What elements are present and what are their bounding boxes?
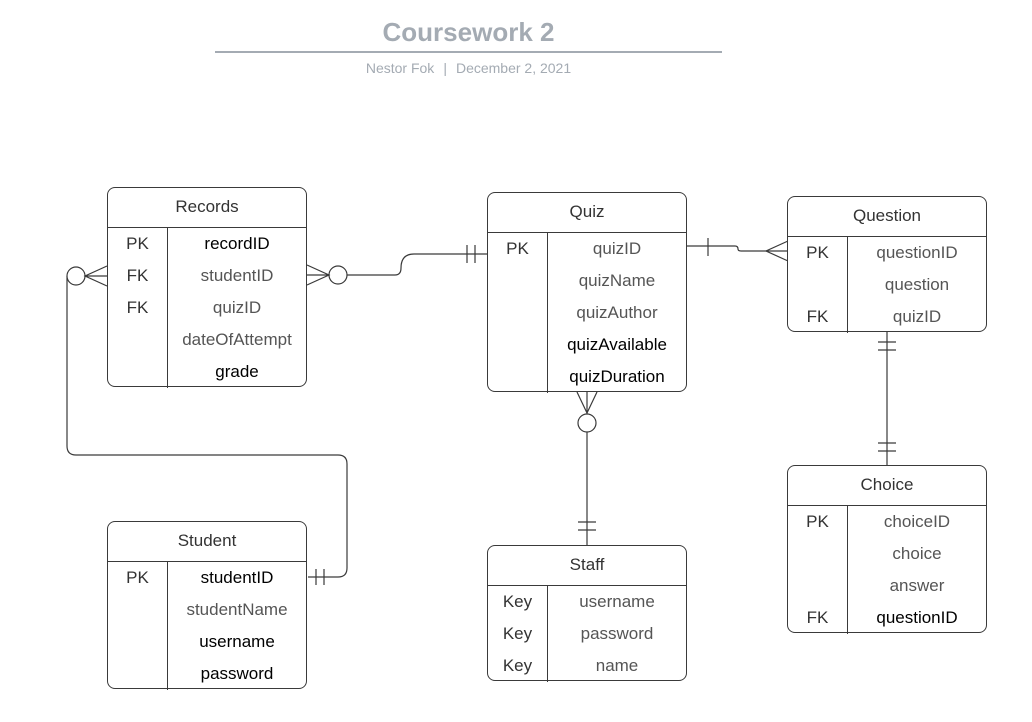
key-cell: PK [806,512,829,531]
table-row: grade [108,356,306,388]
key-cell: Key [502,656,533,675]
table-row: dateOfAttempt [108,324,306,356]
title-divider [215,51,722,53]
records-student-zero-marker [66,266,86,286]
question-choice-one-marker [878,341,896,351]
table-row: answer [788,570,986,602]
key-cell: FK [126,266,149,285]
key-cell: Key [502,592,533,611]
field-cell: answer [889,576,945,595]
table-row: Key username [488,586,686,618]
key-cell: PK [506,239,529,258]
table-row: quizName [488,265,686,297]
table-row: choice [788,538,986,570]
table-row: FK studentID [108,260,306,292]
table-row: FK quizID [788,301,986,333]
field-cell: quizDuration [569,367,665,386]
entity-choice-title: Choice [788,466,986,506]
table-row: studentName [108,594,306,626]
field-cell: studentName [186,600,288,619]
records-student-relationship [66,276,348,578]
records-quiz-zero-marker [328,265,348,285]
field-cell: questionID [876,243,958,262]
field-cell: quizID [592,239,642,258]
records-quiz-many-crow-foot [306,264,331,286]
table-row: PK questionID [788,237,986,269]
quiz-staff-zero-marker [577,413,597,433]
key-cell: PK [806,243,829,262]
key-cell: FK [806,608,829,627]
quiz-question-relationship [687,245,788,252]
field-cell: quizAvailable [567,335,667,354]
quiz-staff-many-crow-foot [576,391,598,415]
entity-student: Student PK studentID studentName username… [107,521,307,690]
entity-records-title: Records [108,188,306,228]
entity-quiz: Quiz PK quizID quizName quizAuthor quizAv… [487,192,687,393]
entity-question: Question PK questionID question FK quizID [787,196,987,333]
table-row: quizAvailable [488,329,686,361]
records-quiz-relationship [347,253,488,276]
entity-quiz-title: Quiz [488,193,686,233]
field-cell: username [199,632,275,651]
table-row: FK questionID [788,602,986,634]
table-row: quizAuthor [488,297,686,329]
table-row: PK quizID [488,233,686,265]
question-many-crow-foot [764,240,789,262]
field-cell: choice [892,544,942,563]
field-cell: recordID [204,234,270,253]
field-cell: quizID [212,298,262,317]
student-one-marker [315,569,325,585]
field-cell: quizID [892,307,942,326]
table-row: quizDuration [488,361,686,393]
field-cell: quizAuthor [576,303,658,322]
field-cell: studentID [200,266,274,285]
choice-question-one-marker [878,442,896,452]
table-row: question [788,269,986,301]
key-cell: FK [126,298,149,317]
entity-student-title: Student [108,522,306,562]
field-cell: username [579,592,655,611]
staff-one-marker [578,521,596,531]
quiz-records-one-marker [466,245,476,263]
entity-staff: Staff Key username Key password Key name [487,545,687,682]
key-cell: PK [126,234,149,253]
table-row: Key password [488,618,686,650]
field-cell: question [884,275,950,294]
field-cell: questionID [876,608,958,627]
field-cell: password [200,664,274,683]
author-name: Nestor Fok [365,60,435,76]
field-cell: password [580,624,654,643]
field-cell: dateOfAttempt [182,330,292,349]
records-student-many-crow-foot [83,265,108,287]
field-cell: studentID [200,568,274,587]
entity-choice: Choice PK choiceID choice answer FK questi… [787,465,987,634]
table-row: PK recordID [108,228,306,260]
key-cell: PK [126,568,149,587]
field-cell: quizName [578,271,656,290]
field-cell: name [595,656,639,675]
table-row: password [108,658,306,690]
diagram-title: Coursework 2 [382,17,555,47]
field-cell: choiceID [883,512,951,531]
table-row: Key name [488,650,686,682]
entity-question-title: Question [788,197,986,237]
table-row: PK studentID [108,562,306,594]
field-cell: grade [215,362,259,381]
key-cell: FK [806,307,829,326]
table-row: username [108,626,306,658]
entity-staff-title: Staff [488,546,686,586]
diagram-subtitle: Nestor Fok | December 2, 2021 [215,60,722,76]
table-row: PK choiceID [788,506,986,538]
diagram-date: December 2, 2021 [455,60,572,76]
table-row: FK quizID [108,292,306,324]
key-cell: Key [502,624,533,643]
subtitle-separator: | [443,60,447,76]
